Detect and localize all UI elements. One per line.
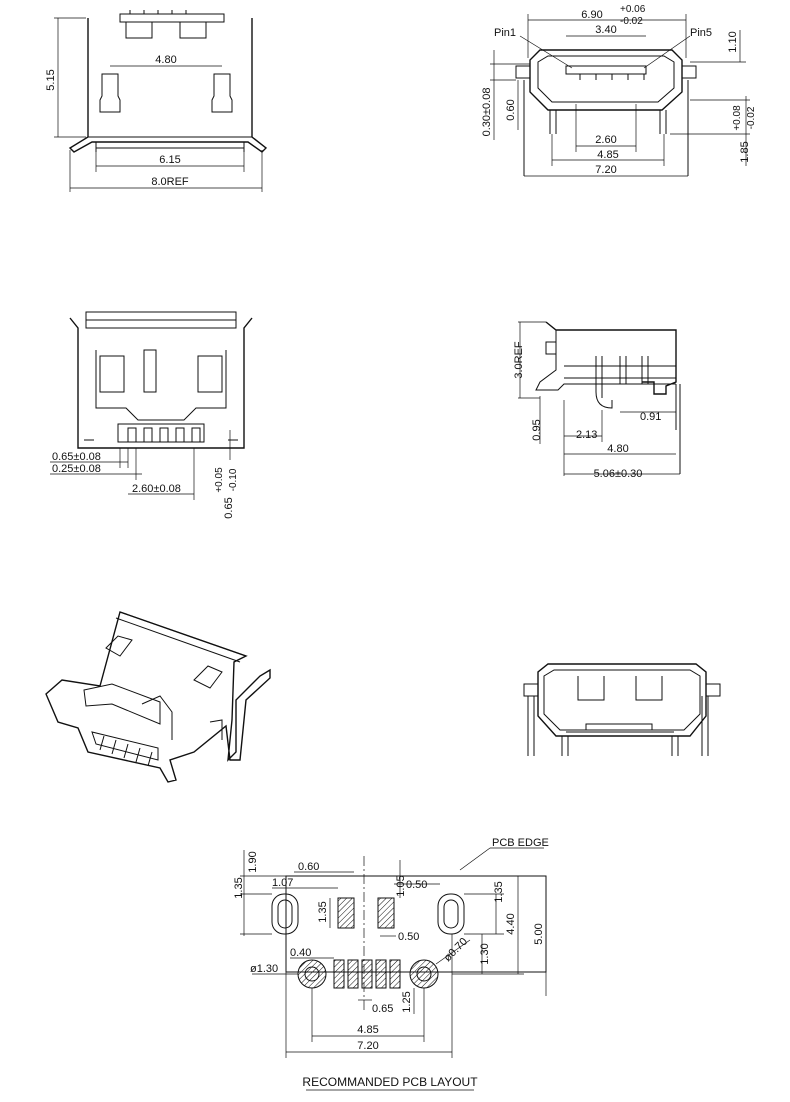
dim-7-20: 7.20 (595, 164, 616, 176)
dim-0-60: 0.60 (505, 99, 517, 120)
dim-0-65-vertical: 0.65 (223, 497, 235, 518)
dim-8-0ref: 8.0REF (151, 176, 189, 188)
dim-3-40: 3.40 (595, 24, 616, 36)
side-view: 3.0REF 0.95 2.13 0.91 4.80 5.06±0.30 (513, 321, 681, 480)
dim-2-60: 2.60 (595, 134, 616, 146)
dim-5-15: 5.15 (45, 69, 57, 90)
dim-0-50-top: 0.50 (406, 879, 427, 891)
dim-1-90: 1.90 (247, 851, 259, 872)
dim-4-80: 4.80 (155, 54, 176, 66)
dim-0-25-bottom: 0.25±0.08 (52, 463, 101, 475)
dim-7-20-pcb: 7.20 (357, 1040, 378, 1052)
dim-phi-1-30: ø1.30 (250, 963, 278, 975)
dim-6-15: 6.15 (159, 154, 180, 166)
dim-0-40: 0.40 (290, 947, 311, 959)
dim-0-65-pcb: 0.65 (372, 1003, 393, 1015)
label-pin5: Pin5 (690, 27, 712, 39)
tol-0-65-plus: +0.05 (214, 467, 225, 493)
dim-4-80-side: 4.80 (607, 443, 628, 455)
dim-2-60-bottom: 2.60±0.08 (132, 483, 181, 495)
dim-1-35-right: 1.35 (493, 881, 505, 902)
dim-1-07: 1.07 (272, 877, 293, 889)
tol-6-90-minus: -0.02 (620, 16, 643, 27)
dim-1-30: 1.30 (479, 943, 491, 964)
tol-6-90-plus: +0.06 (620, 4, 646, 15)
dim-1-85: 1.85 (739, 141, 751, 162)
dim-0-30: 0.30±0.08 (481, 88, 493, 137)
dim-6-90: 6.90 (581, 9, 602, 21)
dim-1-10: 1.10 (727, 31, 739, 52)
dim-1-25: 1.25 (401, 991, 413, 1012)
dim-0-65-bottom: 0.65±0.08 (52, 451, 101, 463)
dim-1-35-pad: 1.35 (317, 901, 329, 922)
dim-0-91: 0.91 (640, 411, 661, 423)
dim-1-35-left: 1.35 (233, 877, 245, 898)
dim-0-60-pcb: 0.60 (298, 861, 319, 873)
front-view: Pin1 Pin5 6.90 +0.06 -0.02 3.40 1.10 0.3… (481, 4, 757, 177)
dim-phi-0-70: ø0.70 (442, 936, 470, 964)
pcb-layout: PCB EDGE 1.90 1.35 1.07 0.60 1.35 1.05 0… (233, 837, 549, 1091)
pcb-layout-caption: RECOMMANDED PCB LAYOUT (302, 1075, 478, 1089)
dim-4-85-pcb: 4.85 (357, 1024, 378, 1036)
dim-4-85: 4.85 (597, 149, 618, 161)
tol-1-85-minus: -0.02 (746, 106, 757, 129)
dim-5-06: 5.06±0.30 (594, 468, 643, 480)
pcb-edge-label: PCB EDGE (492, 837, 549, 849)
dim-3-0ref: 3.0REF (513, 341, 525, 379)
rear-view (523, 663, 721, 756)
isometric-view (45, 611, 271, 783)
dim-0-95: 0.95 (531, 419, 543, 440)
dim-5-00: 5.00 (533, 923, 545, 944)
label-pin1: Pin1 (494, 27, 516, 39)
dim-0-50-mid: 0.50 (398, 931, 419, 943)
dim-1-05: 1.05 (395, 875, 407, 896)
top-view: 5.15 4.80 6.15 8.0REF (45, 10, 268, 192)
dim-2-13: 2.13 (576, 429, 597, 441)
dim-4-40: 4.40 (505, 913, 517, 934)
tol-0-65-minus: -0.10 (228, 468, 239, 491)
tol-1-85-plus: +0.08 (732, 105, 743, 131)
bottom-view: 0.65±0.08 0.25±0.08 2.60±0.08 0.65 +0.05… (50, 311, 253, 519)
